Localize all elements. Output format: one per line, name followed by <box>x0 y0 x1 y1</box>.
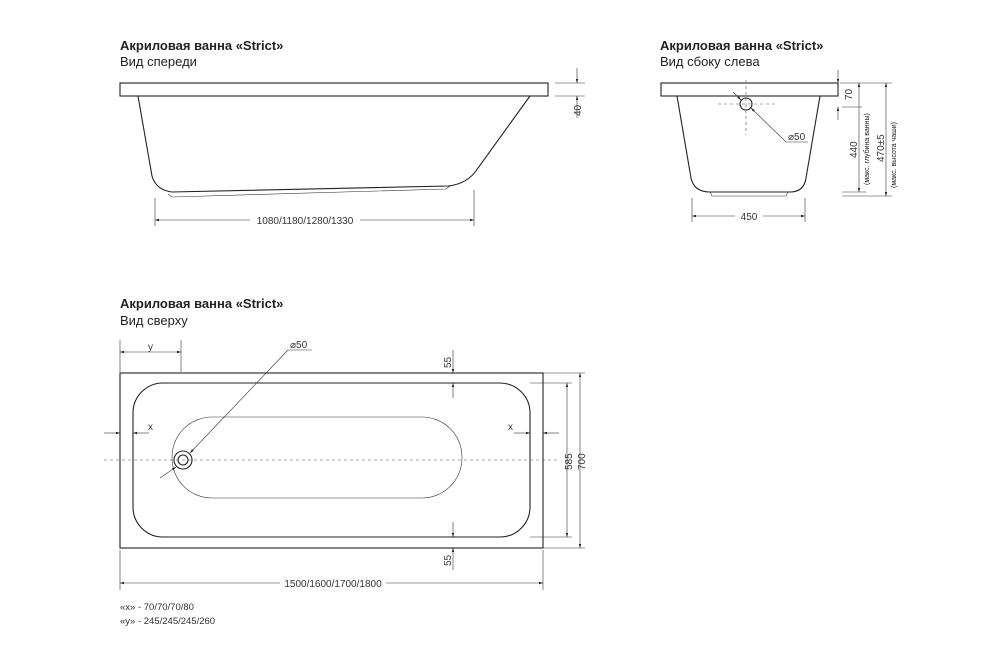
top-drain-inner <box>177 454 189 466</box>
side-drain-leader-arrow-top <box>732 91 742 101</box>
front-body <box>137 95 531 193</box>
side-drain-hole <box>739 97 753 111</box>
top-drain <box>173 450 193 470</box>
top-length-dim: 1500/1600/1700/1800 <box>284 579 382 590</box>
top-margin-dim: 55 <box>443 356 454 368</box>
top-x-right-dim: x <box>508 422 513 433</box>
top-drain-leader-arrow-top <box>189 349 289 454</box>
side-depth-note: (макс. глубина ванны) <box>863 113 871 185</box>
bottom-margin-dim: 55 <box>443 554 454 566</box>
side-width-label-background <box>735 210 763 222</box>
side-height-dim: 470±5 <box>876 134 887 162</box>
front-view-title: Акриловая ванна «Strict» <box>120 38 283 53</box>
front-rim <box>119 82 549 97</box>
side-drain-leader-arrow-bottom <box>750 107 787 143</box>
top-x-left-dim: x <box>148 422 153 433</box>
top-drain-leader-arrow-bottom <box>159 466 177 479</box>
side-view-title: Акриловая ванна «Strict» <box>660 38 823 53</box>
side-view-subtitle: Вид сбоку слева <box>660 54 760 69</box>
top-view-subtitle: Вид сверху <box>120 313 188 328</box>
side-body <box>676 95 821 193</box>
top-view: Акриловая ванна «Strict» Вид сверху ⌀50 … <box>104 296 588 590</box>
top-length-label-background <box>280 576 386 588</box>
top-bowl <box>171 416 463 499</box>
front-base <box>167 185 451 198</box>
top-outer-rim <box>119 372 544 549</box>
side-base <box>709 191 789 197</box>
front-view-subtitle: Вид спереди <box>120 54 197 69</box>
side-depth-dim: 440 <box>849 141 860 158</box>
top-y-dim: y <box>148 342 153 353</box>
top-view-title: Акриловая ванна «Strict» <box>120 296 283 311</box>
side-drain-dim: ⌀50 <box>788 132 806 143</box>
front-height-dim: 40 <box>573 104 584 116</box>
note-y: «y» - 245/245/245/260 <box>120 616 215 627</box>
side-rim <box>660 82 839 97</box>
outer-width-dim: 700 <box>577 453 588 470</box>
front-view: Акриловая ванна «Strict» Вид спереди 40 … <box>119 38 585 227</box>
inner-width-dim: 585 <box>564 453 575 470</box>
side-view: Акриловая ванна «Strict» Вид сбоку слева… <box>660 38 898 223</box>
side-height-note: (макс. высота чаши) <box>891 122 898 188</box>
front-length-dim: 1080/1180/1280/1330 <box>257 216 354 227</box>
side-width-dim: 450 <box>741 212 758 223</box>
notes: «x» - 70/70/70/80 «y» - 245/245/245/260 <box>120 602 215 627</box>
note-x: «x» - 70/70/70/80 <box>120 602 194 613</box>
side-rim-dim: 70 <box>844 88 855 100</box>
front-length-label-background <box>250 213 360 225</box>
top-drain-dim: ⌀50 <box>290 340 308 351</box>
